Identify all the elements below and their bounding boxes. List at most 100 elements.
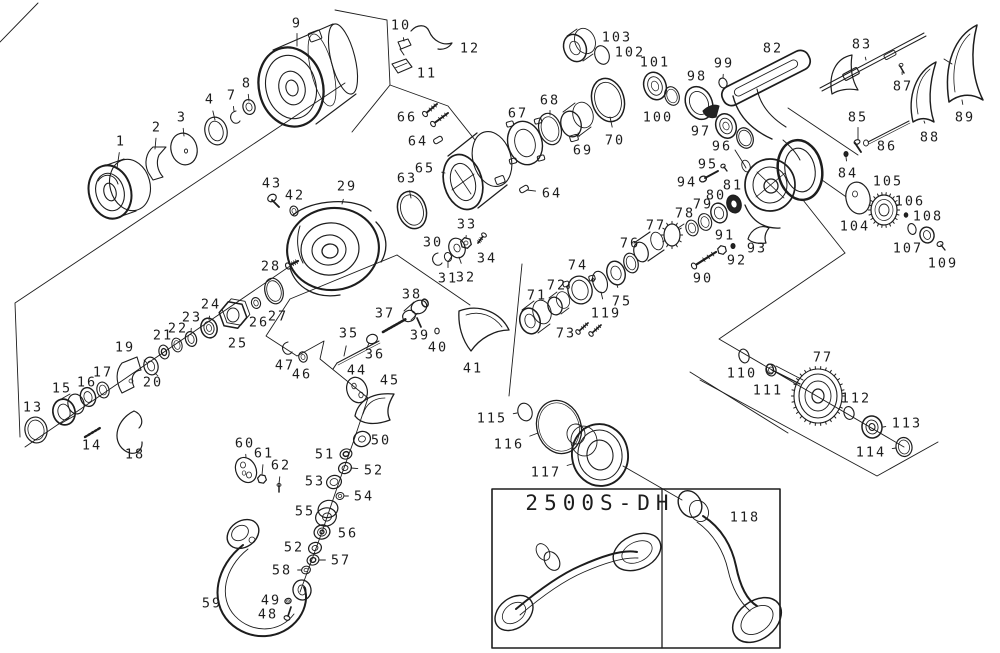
part-label-22: 22	[168, 321, 188, 337]
part	[697, 213, 713, 231]
part	[521, 300, 535, 311]
part	[282, 341, 293, 355]
part	[916, 68, 931, 115]
gear-tooth	[870, 217, 874, 221]
part	[650, 231, 664, 251]
part	[286, 206, 380, 292]
part	[342, 450, 350, 458]
part-label-38: 38	[402, 287, 422, 303]
leader-line	[609, 116, 613, 128]
part-label-47: 47	[275, 358, 295, 374]
part	[83, 391, 93, 403]
part	[145, 146, 167, 181]
gear-tooth	[892, 196, 895, 200]
leader-line	[961, 99, 964, 105]
part-label-72: 72	[547, 278, 567, 294]
screw-thread	[444, 112, 448, 117]
part	[218, 301, 248, 329]
part-label-106: 106	[895, 194, 925, 210]
part	[744, 204, 781, 229]
part	[451, 173, 475, 191]
part	[647, 249, 665, 262]
part-label-115: 115	[477, 411, 507, 427]
part-label-12: 12	[460, 41, 480, 57]
gear-tooth	[793, 383, 797, 386]
gear-tooth	[791, 401, 796, 403]
part	[650, 80, 660, 92]
part	[264, 277, 284, 305]
part	[867, 120, 910, 143]
part	[400, 194, 424, 226]
part-label-105: 105	[873, 174, 903, 190]
part	[518, 307, 542, 335]
leader-line	[600, 291, 604, 300]
part-label-36: 36	[365, 347, 385, 363]
gear-tooth	[840, 401, 845, 403]
part	[291, 208, 297, 214]
part	[560, 307, 570, 315]
part	[442, 153, 484, 211]
part	[287, 606, 292, 617]
leader-line	[864, 56, 867, 61]
part-label-81: 81	[723, 178, 743, 194]
part	[505, 120, 515, 128]
part	[240, 461, 246, 469]
part	[843, 406, 855, 420]
part	[307, 541, 323, 555]
part	[878, 203, 890, 217]
leader-line	[409, 190, 412, 199]
part	[97, 174, 119, 185]
part-label-31: 31	[438, 271, 458, 287]
part	[336, 340, 380, 364]
part-label-89: 89	[955, 110, 975, 126]
part	[738, 129, 752, 147]
part	[898, 439, 910, 455]
guide-line	[0, 2, 39, 43]
gear-tooth	[833, 373, 837, 377]
screw-thread	[478, 238, 482, 242]
part	[204, 116, 228, 146]
part	[337, 461, 353, 475]
part-label-11: 11	[417, 66, 437, 82]
guide-line	[508, 263, 523, 397]
part	[517, 402, 533, 422]
part	[590, 77, 626, 123]
part	[329, 478, 339, 486]
screw-thread	[291, 261, 294, 267]
gear-tooth	[666, 222, 669, 226]
part	[685, 219, 699, 237]
part-label-32: 32	[456, 270, 476, 286]
screw-thread	[580, 326, 585, 330]
part	[303, 567, 309, 573]
part-label-79: 79	[693, 197, 713, 213]
gear-tooth	[868, 204, 873, 207]
part-label-59: 59	[202, 596, 222, 612]
gear-tooth	[799, 373, 803, 377]
part	[719, 117, 733, 135]
part	[272, 23, 334, 51]
part	[852, 190, 858, 198]
part	[79, 386, 97, 408]
screw-thread	[479, 237, 484, 241]
part	[752, 166, 788, 204]
part-label-92: 92	[727, 253, 747, 269]
part	[307, 29, 323, 43]
part	[734, 149, 747, 169]
part	[257, 474, 267, 484]
screw-thread	[584, 322, 589, 327]
part	[325, 474, 343, 490]
part-label-97: 97	[691, 124, 711, 140]
leader-line	[212, 110, 216, 121]
part	[666, 88, 678, 104]
gear-tooth	[795, 411, 800, 414]
part	[566, 285, 570, 289]
part-label-42: 42	[285, 188, 305, 204]
part	[52, 398, 76, 426]
part-label-14: 14	[82, 438, 102, 454]
part	[910, 61, 937, 123]
part	[170, 132, 198, 166]
part	[594, 81, 622, 119]
part	[569, 133, 579, 143]
part	[688, 222, 696, 234]
part	[540, 116, 560, 142]
